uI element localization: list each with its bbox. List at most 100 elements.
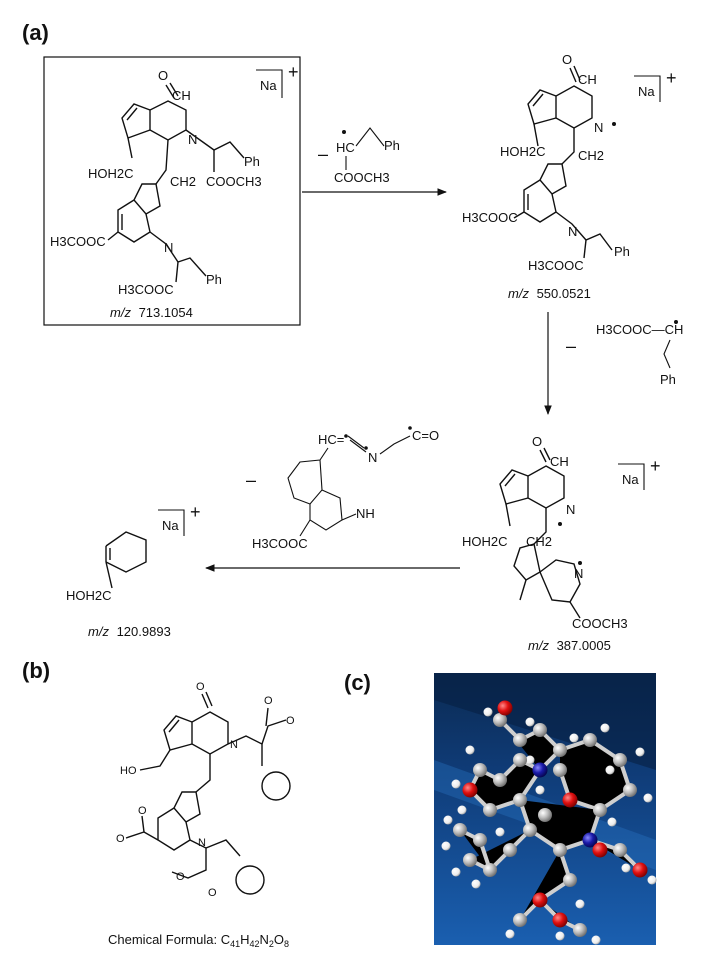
carbon-atom: [493, 773, 507, 787]
oxygen-atom: [632, 862, 648, 878]
mz-713: m/z 713.1054: [110, 305, 193, 320]
carbon-atom: [473, 833, 487, 847]
atom-550-h3cooc: H3COOC: [462, 210, 518, 225]
carbon-atom: [613, 843, 627, 857]
svg-text:Na: Na: [260, 78, 277, 93]
hydrogen-atom: [635, 747, 645, 757]
atom-aldehyde-ch: CH: [172, 88, 191, 103]
carbon-atom: [503, 843, 517, 857]
carbon-atom: [473, 763, 487, 777]
mz-550: m/z 550.0521: [508, 286, 591, 301]
hydrogen-atom: [495, 827, 505, 837]
svg-text:Na: Na: [622, 472, 639, 487]
atom-550-h3cooc2: H3COOC: [528, 258, 584, 273]
atom-387-n: N: [566, 502, 575, 517]
svg-text:+: +: [650, 456, 661, 476]
atom-ph2: Ph: [206, 272, 222, 287]
ball-and-stick-model: [441, 700, 657, 945]
atom-ring-n: N: [188, 132, 197, 147]
atom-b-ho: HO: [120, 765, 137, 777]
carbon-atom: [623, 783, 637, 797]
atom-550-ch2: CH2: [578, 148, 604, 163]
hydrogen-atom: [451, 867, 461, 877]
atom-h3cooc: H3COOC: [50, 234, 106, 249]
oxygen-atom: [552, 912, 568, 928]
carbon-atom: [513, 733, 527, 747]
hydrogen-atom: [451, 779, 461, 789]
atom-b-o1: O: [264, 695, 273, 707]
neutral-loss-2: – H3COOC—CH Ph: [566, 320, 683, 387]
carbon-atom: [593, 803, 607, 817]
mz-387: m/z 387.0005: [528, 638, 611, 653]
atom-hoh2c: HOH2C: [88, 166, 134, 181]
structure-713: [107, 82, 245, 283]
hydrogen-atom: [457, 805, 467, 815]
oxygen-atom: [562, 792, 578, 808]
svg-text:Ph: Ph: [384, 138, 400, 153]
model-atoms: [441, 700, 657, 945]
svg-text:Na: Na: [638, 84, 655, 99]
atom-387-cooch3: COOCH3: [572, 616, 628, 631]
carbon-atom: [463, 853, 477, 867]
hydrogen-atom: [465, 745, 475, 755]
hydrogen-atom: [605, 765, 615, 775]
panel-label-a: (a): [22, 20, 49, 45]
hydrogen-atom: [555, 931, 565, 941]
adduct-713: Na +: [256, 62, 299, 98]
svg-text:+: +: [288, 62, 299, 82]
atom-120-hoh2c: HOH2C: [66, 588, 112, 603]
atom-loss3-h3cooc: H3COOC: [252, 536, 308, 551]
svg-text:–: –: [318, 144, 328, 164]
hydrogen-atom: [647, 875, 657, 885]
oxygen-atom: [592, 842, 608, 858]
carbon-atom: [513, 913, 527, 927]
oxygen-atom: [532, 892, 548, 908]
svg-text:–: –: [246, 470, 256, 490]
svg-text:+: +: [666, 68, 677, 88]
structure-120: [105, 531, 147, 589]
svg-text:HC=: HC=: [318, 432, 344, 447]
carbon-atom: [523, 823, 537, 837]
carbon-atom: [573, 923, 587, 937]
carbon-atom: [553, 743, 567, 757]
svg-text:H3COOC—CH: H3COOC—CH: [596, 322, 683, 337]
atom-550-n: N: [594, 120, 603, 135]
svg-text:–: –: [566, 336, 576, 356]
hydrogen-atom: [575, 899, 585, 909]
svg-text:Na: Na: [162, 518, 179, 533]
carbon-atom: [483, 803, 497, 817]
atom-b-o6: O: [208, 887, 217, 899]
atom-ring-n2: N: [164, 240, 173, 255]
atom-b-o-ald: O: [196, 681, 205, 693]
hydrogen-atom: [505, 929, 515, 939]
carbon-atom: [538, 808, 552, 822]
hydrogen-atom: [607, 817, 617, 827]
hydrogen-atom: [591, 935, 601, 945]
carbon-atom: [533, 723, 547, 737]
hydrogen-atom: [535, 785, 545, 795]
mz-120: m/z 120.9893: [88, 624, 171, 639]
structure-387: [499, 447, 581, 619]
structure-b-skeletal: [125, 691, 291, 895]
hydrogen-atom: [569, 733, 579, 743]
hydrogen-atom: [600, 723, 610, 733]
atom-387-ch: CH: [550, 454, 569, 469]
atom-b-n1: N: [230, 739, 238, 751]
svg-text:+: +: [190, 502, 201, 522]
svg-text:C=O: C=O: [412, 428, 439, 443]
nitrogen-atom: [582, 832, 598, 848]
oxygen-atom: [497, 700, 513, 716]
atom-387-o: O: [532, 434, 542, 449]
carbon-atom: [493, 713, 507, 727]
adduct-387: Na +: [618, 456, 661, 490]
carbon-atom: [553, 843, 567, 857]
carbon-atom: [563, 873, 577, 887]
carbon-atom: [453, 823, 467, 837]
carbon-atom: [553, 763, 567, 777]
neutral-loss-3: – HC= N C=O: [246, 426, 439, 537]
atom-550-ch: CH: [578, 72, 597, 87]
atom-b-o3: O: [116, 833, 125, 845]
atom-550-n2: N: [568, 224, 577, 239]
carbon-atom: [583, 733, 597, 747]
atom-550-hoh2c: HOH2C: [500, 144, 546, 159]
